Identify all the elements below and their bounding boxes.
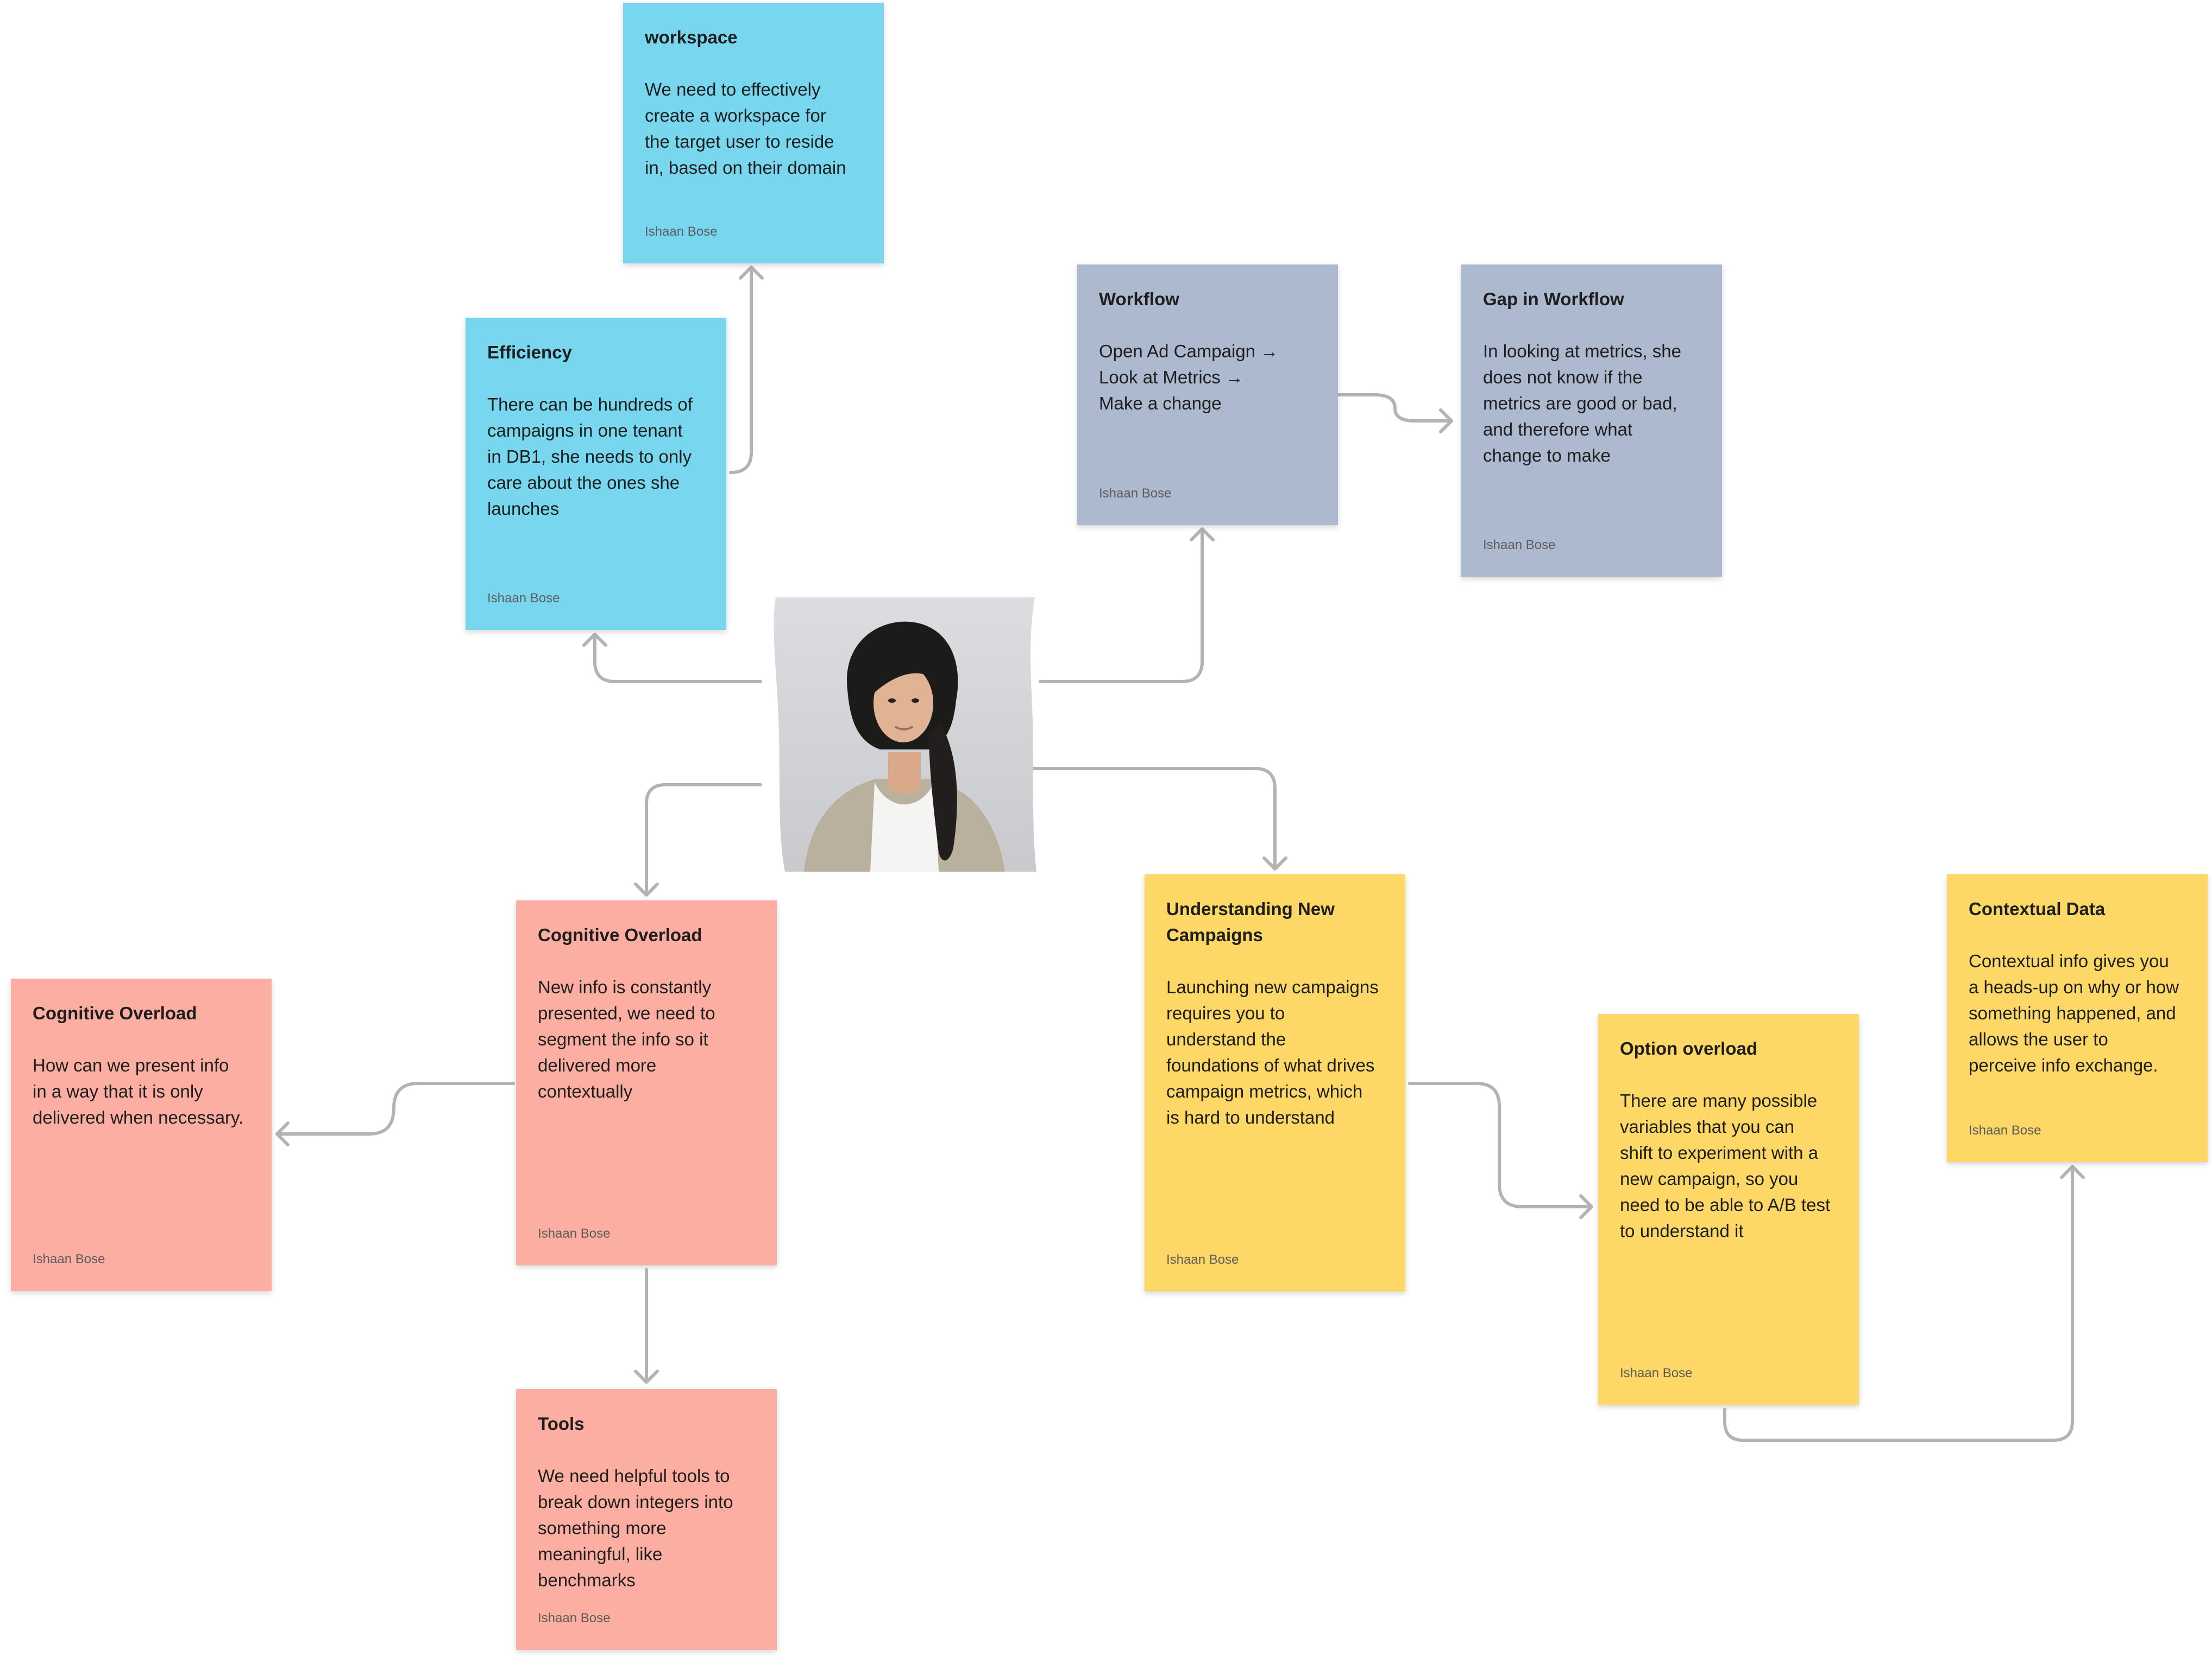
connector-photo-to-efficiency bbox=[593, 633, 762, 683]
sticky-note-understanding-new-campaigns[interactable]: Understanding New Campaigns Launching ne… bbox=[1145, 874, 1405, 1291]
arrowhead-workflow bbox=[1190, 527, 1215, 541]
sticky-note-option-overload[interactable]: Option overload There are many possible … bbox=[1598, 1014, 1859, 1405]
sticky-note-workflow[interactable]: Workflow Open Ad Campaign → Look at Metr… bbox=[1077, 264, 1338, 525]
persona-photo bbox=[774, 597, 1036, 872]
arrowhead-tools bbox=[634, 1370, 659, 1384]
note-body: We need to effectively create a workspac… bbox=[645, 79, 846, 178]
note-body: In looking at metrics, she does not know… bbox=[1483, 341, 1681, 465]
note-author: Ishaan Bose bbox=[1166, 1252, 1239, 1267]
sticky-note-cognitive-overload-left[interactable]: Cognitive Overload How can we present in… bbox=[11, 979, 272, 1291]
note-body: We need helpful tools to break down inte… bbox=[538, 1466, 733, 1590]
connector-photo-to-workflow bbox=[1039, 527, 1204, 683]
arrowhead-understanding bbox=[1262, 856, 1287, 871]
note-body: There are many possible variables that y… bbox=[1620, 1091, 1831, 1241]
sticky-note-contextual-data[interactable]: Contextual Data Contextual info gives yo… bbox=[1947, 874, 2208, 1162]
note-title: Efficiency bbox=[487, 342, 572, 362]
arrowhead-workspace bbox=[739, 266, 764, 280]
note-title: Workflow bbox=[1099, 289, 1179, 309]
arrowhead-cognitive-left bbox=[275, 1121, 290, 1146]
connector-efficiency-to-workspace bbox=[729, 266, 753, 474]
note-author: Ishaan Bose bbox=[33, 1252, 105, 1266]
arrowhead-efficiency bbox=[582, 633, 607, 647]
arrowhead-gap bbox=[1439, 408, 1453, 433]
note-author: Ishaan Bose bbox=[1969, 1123, 2041, 1138]
note-title: workspace bbox=[645, 27, 738, 47]
connector-workflow-to-gap bbox=[1337, 393, 1453, 423]
connector-photo-to-cognitive bbox=[645, 783, 762, 897]
note-body: Contextual info gives you a heads-up on … bbox=[1969, 951, 2179, 1075]
connector-photo-to-understanding bbox=[1022, 767, 1277, 871]
note-title: Understanding New Campaigns bbox=[1166, 899, 1335, 945]
sticky-note-gap-in-workflow[interactable]: Gap in Workflow In looking at metrics, s… bbox=[1461, 264, 1722, 577]
note-author: Ishaan Bose bbox=[1483, 538, 1556, 552]
note-title: Contextual Data bbox=[1969, 899, 2106, 919]
sticky-note-efficiency[interactable]: Efficiency There can be hundreds of camp… bbox=[466, 318, 726, 630]
sticky-note-tools[interactable]: Tools We need helpful tools to break dow… bbox=[516, 1389, 777, 1650]
sticky-note-cognitive-overload[interactable]: Cognitive Overload New info is constantl… bbox=[516, 900, 777, 1265]
note-author: Ishaan Bose bbox=[645, 224, 718, 239]
arrowhead-contextual bbox=[2060, 1165, 2085, 1179]
note-body: There can be hundreds of campaigns in on… bbox=[487, 394, 693, 519]
note-author: Ishaan Bose bbox=[1099, 486, 1172, 501]
note-body: Open Ad Campaign → Look at Metrics → Mak… bbox=[1099, 341, 1279, 413]
note-body: Launching new campaigns requires you to … bbox=[1166, 977, 1379, 1127]
arrowhead-cognitive bbox=[634, 883, 659, 897]
arrowhead-option bbox=[1579, 1194, 1593, 1219]
note-title: Tools bbox=[538, 1414, 585, 1434]
note-title: Option overload bbox=[1620, 1038, 1758, 1058]
note-author: Ishaan Bose bbox=[1620, 1366, 1693, 1381]
note-author: Ishaan Bose bbox=[538, 1226, 611, 1241]
note-author: Ishaan Bose bbox=[538, 1611, 611, 1625]
note-title: Cognitive Overload bbox=[33, 1003, 197, 1023]
connector-option-to-contextual bbox=[1723, 1165, 2074, 1442]
note-title: Cognitive Overload bbox=[538, 925, 702, 945]
sticky-note-workspace[interactable]: workspace We need to effectively create … bbox=[623, 3, 884, 263]
note-body: New info is constantly presented, we nee… bbox=[538, 977, 715, 1101]
connector-cognitive-to-left bbox=[275, 1082, 515, 1136]
note-author: Ishaan Bose bbox=[487, 591, 560, 606]
connector-understanding-to-option bbox=[1408, 1082, 1593, 1208]
note-title: Gap in Workflow bbox=[1483, 289, 1624, 309]
note-body: How can we present info in a way that it… bbox=[33, 1055, 244, 1127]
